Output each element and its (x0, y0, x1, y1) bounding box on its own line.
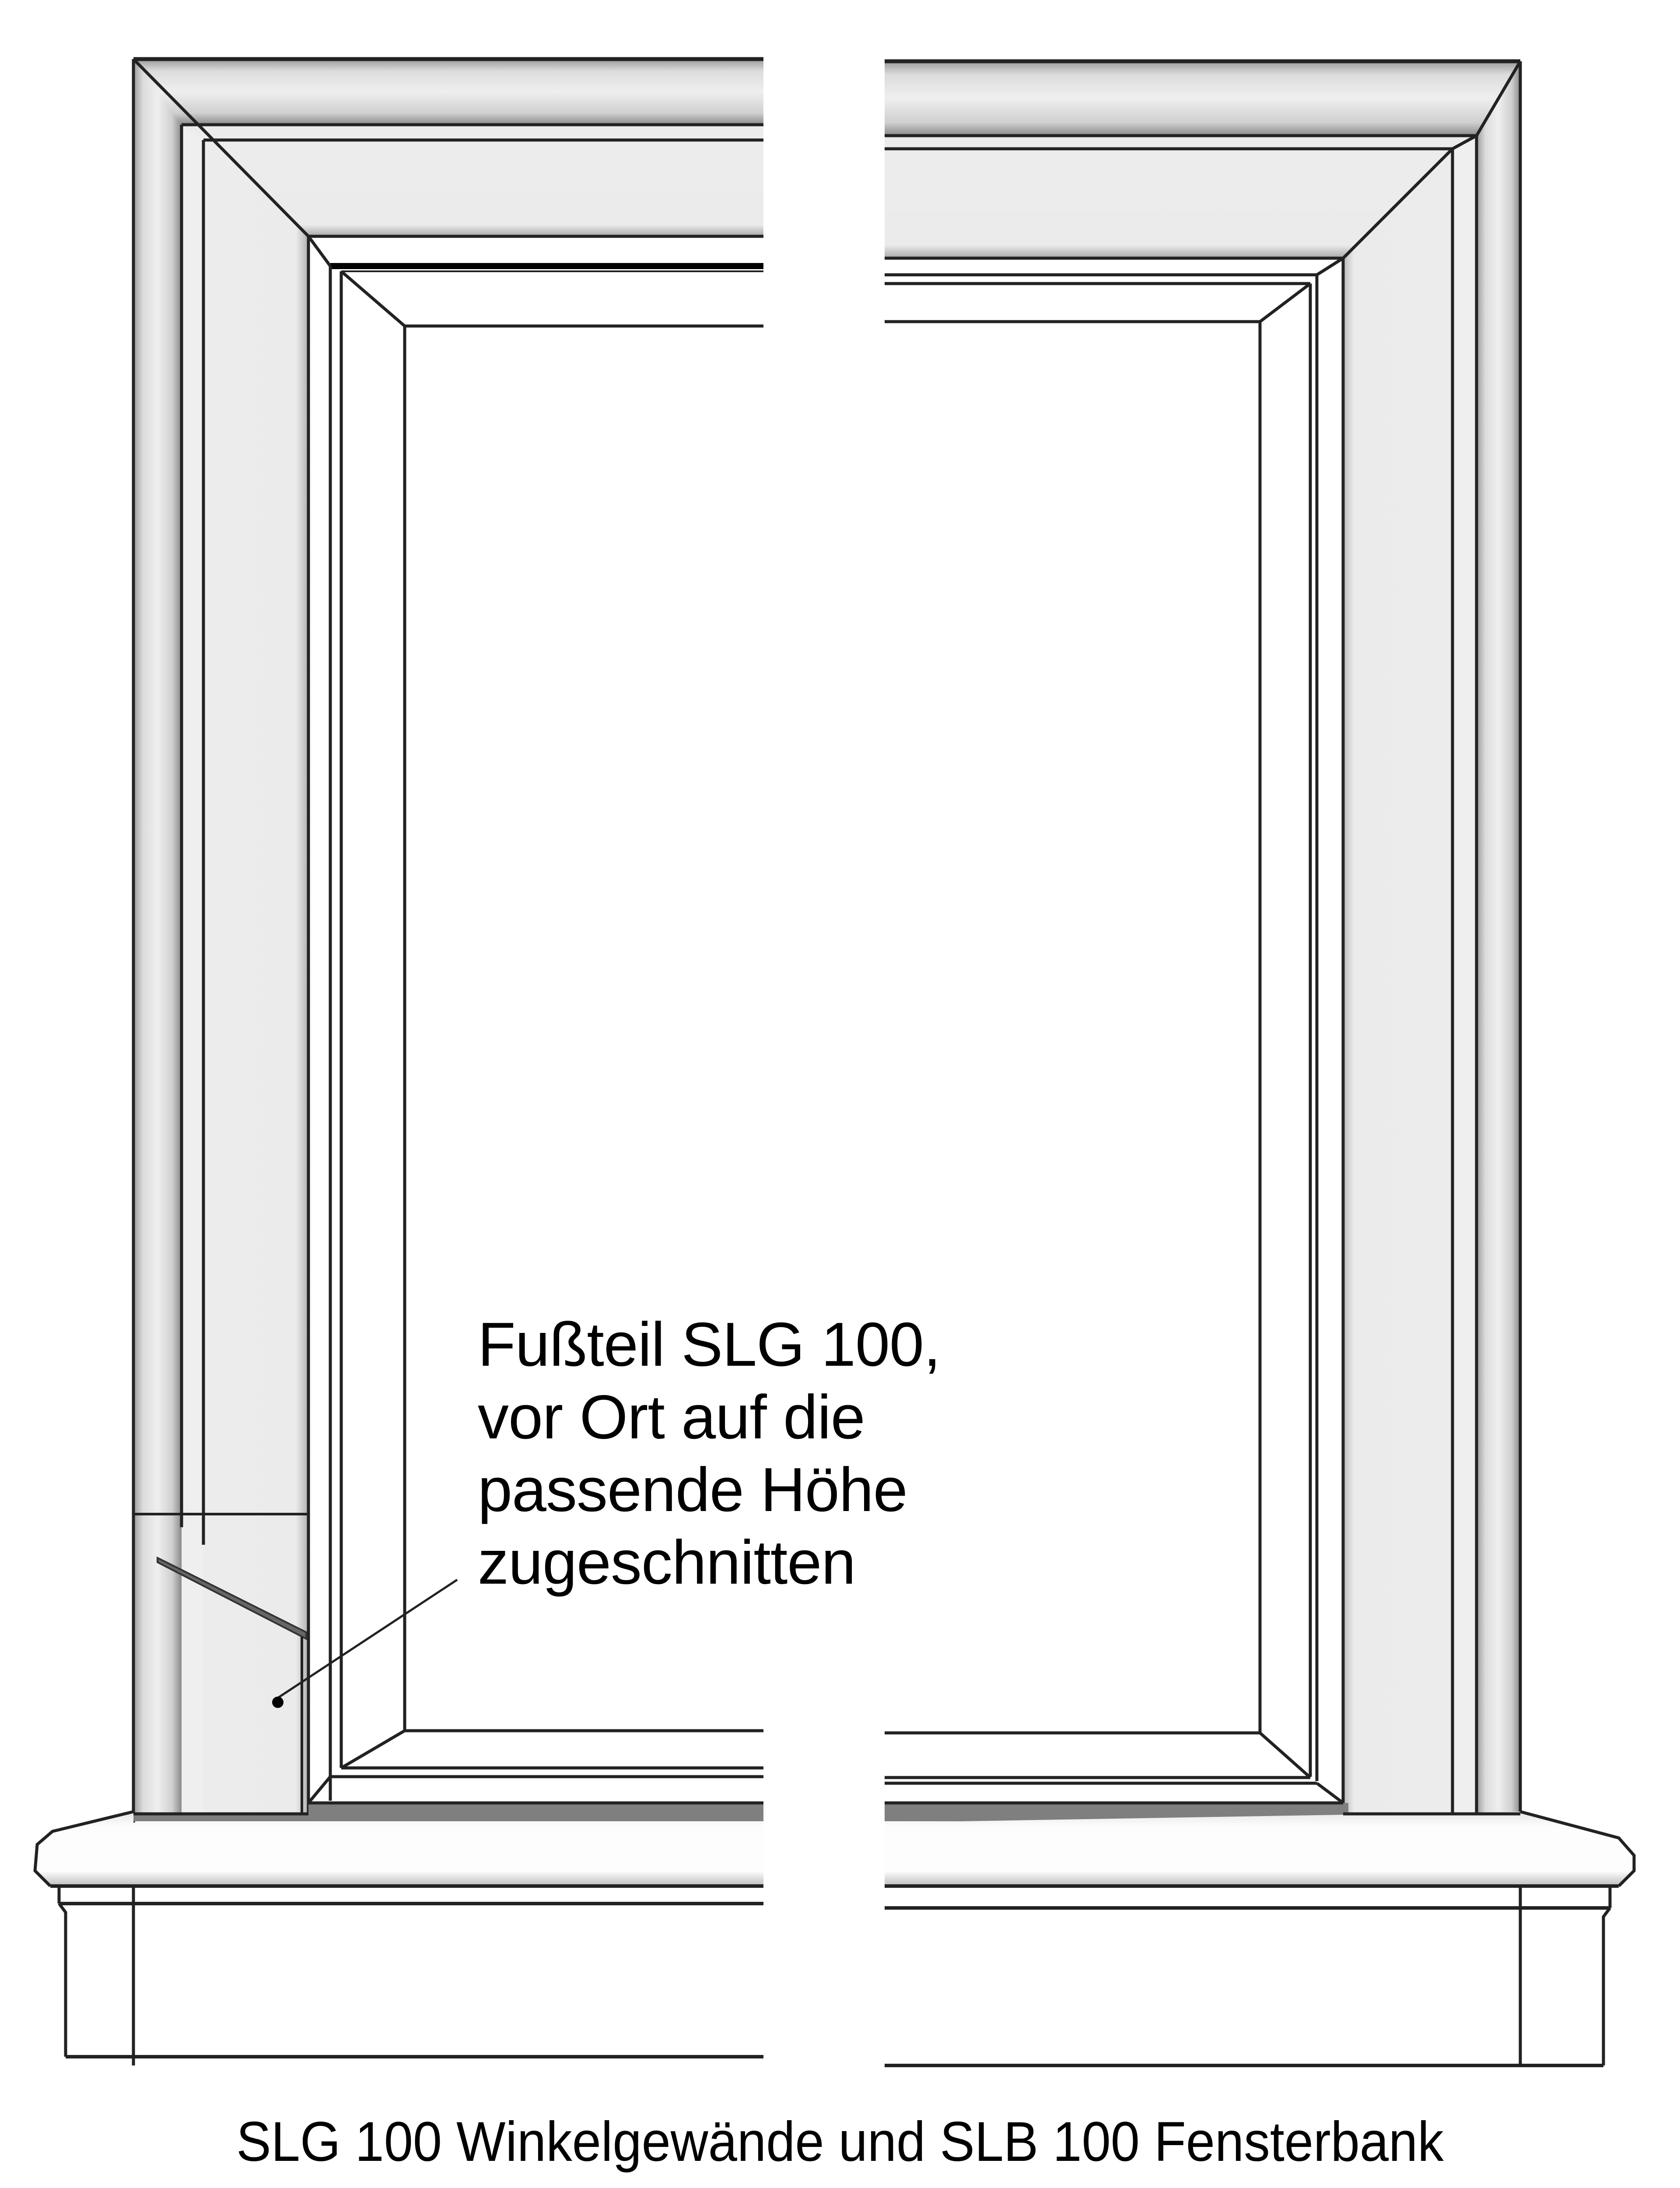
callout-line-1: Fußteil SLG 100, (478, 1310, 941, 1379)
figure-caption: SLG 100 Winkelgewände und SLB 100 Fenste… (236, 2111, 1444, 2173)
jamb-band-left (203, 140, 308, 1814)
callout-line-2: vor Ort auf die (478, 1382, 865, 1452)
sill-nose-right (885, 1812, 1634, 1886)
sill-nose-left (35, 1812, 763, 1886)
callout-line-3: passende Höhe (478, 1455, 908, 1525)
head-bead-right (885, 61, 1520, 136)
left-half (132, 57, 763, 2065)
jamb-bead-left (133, 59, 182, 1814)
head-bead-left (133, 59, 763, 125)
callout-dot-icon (272, 1697, 284, 1708)
callout-leader (272, 1578, 458, 1708)
head-band-left (203, 140, 763, 236)
foot-piece (133, 1513, 308, 1814)
jamb-bead-right (1477, 61, 1520, 1814)
window-sill (33, 1801, 1636, 2067)
head-band-right (885, 149, 1452, 258)
right-half (885, 59, 1522, 2065)
foot-piece-callout: Fußteil SLG 100, vor Ort auf die passend… (478, 1308, 941, 1599)
callout-line-4: zugeschnitten (478, 1528, 856, 1597)
jamb-band-right (1343, 149, 1452, 1814)
